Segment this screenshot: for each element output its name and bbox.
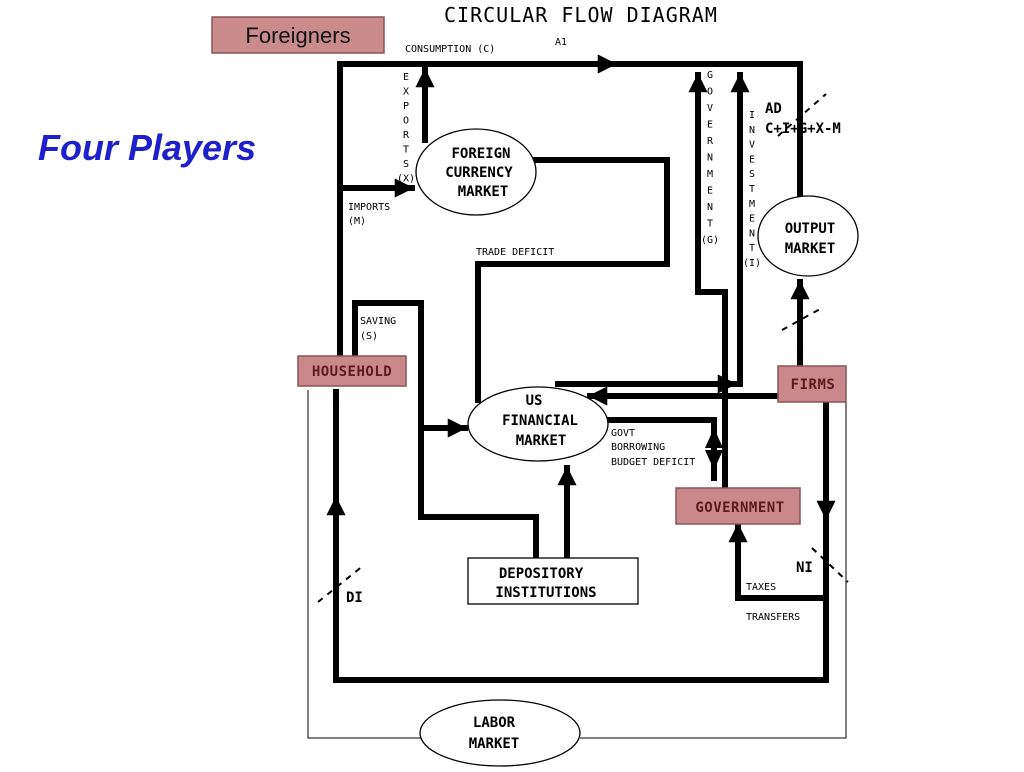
investment-letter: (I) <box>743 258 761 269</box>
ad-tick-mark <box>777 93 827 137</box>
foreign-currency-market-label-1: FOREIGN <box>451 146 510 162</box>
a1-label: A1 <box>555 37 567 48</box>
government-letter: M <box>707 169 713 180</box>
four-players-heading: Four Players <box>38 127 256 168</box>
government-letter: E <box>707 186 713 197</box>
foreign-currency-market-node: FOREIGN CURRENCY MARKET <box>415 128 537 216</box>
trade-deficit-flow-line <box>475 157 670 403</box>
ni-label: NI <box>796 560 813 576</box>
govt-borrowing-label-3: BUDGET DEFICIT <box>611 457 695 468</box>
investment-letter: E <box>749 214 755 225</box>
government-letter: T <box>707 219 713 230</box>
exports-letter: P <box>403 101 409 112</box>
ad-label: AD <box>765 101 782 117</box>
imports-label-1: IMPORTS <box>348 202 390 213</box>
exports-letter: X <box>403 87 409 98</box>
investment-letter: T <box>749 243 755 254</box>
depository-institutions-node: DEPOSITORY INSTITUTIONS <box>467 557 639 605</box>
investment-letter: I <box>749 110 755 121</box>
investment-letter: N <box>749 125 755 136</box>
household-box: HOUSEHOLD <box>297 355 407 387</box>
us-financial-market-label-3: MARKET <box>516 433 567 449</box>
depository-label-1: DEPOSITORY <box>499 566 584 582</box>
imports-label-2: (M) <box>348 216 366 227</box>
di-tick-mark <box>317 564 365 603</box>
investment-letter: T <box>749 184 755 195</box>
us-financial-market-label-2: FINANCIAL <box>502 413 578 429</box>
government-letter: G <box>707 70 713 81</box>
output-market-label-2: MARKET <box>785 241 836 257</box>
exports-letter: E <box>403 72 409 83</box>
saving-label-2: (S) <box>360 331 378 342</box>
government-letter: N <box>707 153 713 164</box>
taxes-label: TAXES <box>746 582 776 593</box>
exports-letter: O <box>403 116 409 127</box>
labor-market-node: LABOR MARKET <box>419 699 581 767</box>
us-financial-market-node: US FINANCIAL MARKET <box>467 386 609 462</box>
labor-market-label-1: LABOR <box>473 715 516 731</box>
government-spending-label: GOVERNMENT(G) <box>701 70 719 246</box>
taxes-flow-line <box>728 522 829 601</box>
consumption-flow-line <box>337 61 803 373</box>
investment-flow-line <box>555 72 750 387</box>
government-letter: V <box>707 103 713 114</box>
govt-borrowing-label-1: GOVT <box>611 428 635 439</box>
output-market-label-1: OUTPUT <box>785 221 836 237</box>
firms-label: FIRMS <box>791 377 836 393</box>
govt-borrowing-label-2: BORROWING <box>611 442 665 453</box>
government-letter: E <box>707 120 713 131</box>
investment-letter: S <box>749 169 755 180</box>
investment-letter: N <box>749 228 755 239</box>
exports-letter: (X) <box>397 174 415 185</box>
saving-label-1: SAVING <box>360 316 396 327</box>
diagram-title: CIRCULAR FLOW DIAGRAM <box>444 3 718 27</box>
us-financial-market-label-1: US <box>526 393 543 409</box>
labor-market-link-left <box>307 390 422 739</box>
government-letter: R <box>707 136 714 147</box>
ni-tick-mark <box>811 547 849 583</box>
ad-formula-label: C+I+G+X-M <box>765 121 841 137</box>
labor-market-label-2: MARKET <box>469 736 520 752</box>
government-letter: O <box>707 87 713 98</box>
government-box: GOVERNMENT <box>675 487 801 525</box>
exports-letter: S <box>403 159 409 170</box>
firms-tick-mark <box>781 307 823 331</box>
foreign-currency-market-label-3: MARKET <box>458 184 509 200</box>
investment-letter: M <box>749 199 755 210</box>
govt-borrowing-arrow-down <box>705 450 723 470</box>
household-label: HOUSEHOLD <box>312 364 392 380</box>
foreign-currency-market-label-2: CURRENCY <box>445 165 513 181</box>
government-label: GOVERNMENT <box>695 500 784 516</box>
foreigners-box: Foreigners <box>211 16 385 54</box>
foreigners-label: Foreigners <box>245 23 350 48</box>
labor-market-link-right <box>580 402 847 739</box>
trade-deficit-label: TRADE DEFICIT <box>476 247 554 258</box>
govt-borrowing-arrow-up <box>705 428 723 448</box>
government-letter: (G) <box>701 235 719 246</box>
firms-box: FIRMS <box>777 365 847 403</box>
depository-label-2: INSTITUTIONS <box>495 585 596 601</box>
investment-letter: E <box>749 154 755 165</box>
consumption-label: CONSUMPTION (C) <box>405 44 495 55</box>
saving-flow-line <box>352 300 539 561</box>
transfers-label: TRANSFERS <box>746 612 800 623</box>
exports-letter: R <box>403 130 410 141</box>
exports-letter: T <box>403 145 409 156</box>
output-market-node: OUTPUT MARKET <box>757 195 859 277</box>
di-label: DI <box>346 590 363 606</box>
investment-letter: V <box>749 140 755 151</box>
government-letter: N <box>707 202 713 213</box>
